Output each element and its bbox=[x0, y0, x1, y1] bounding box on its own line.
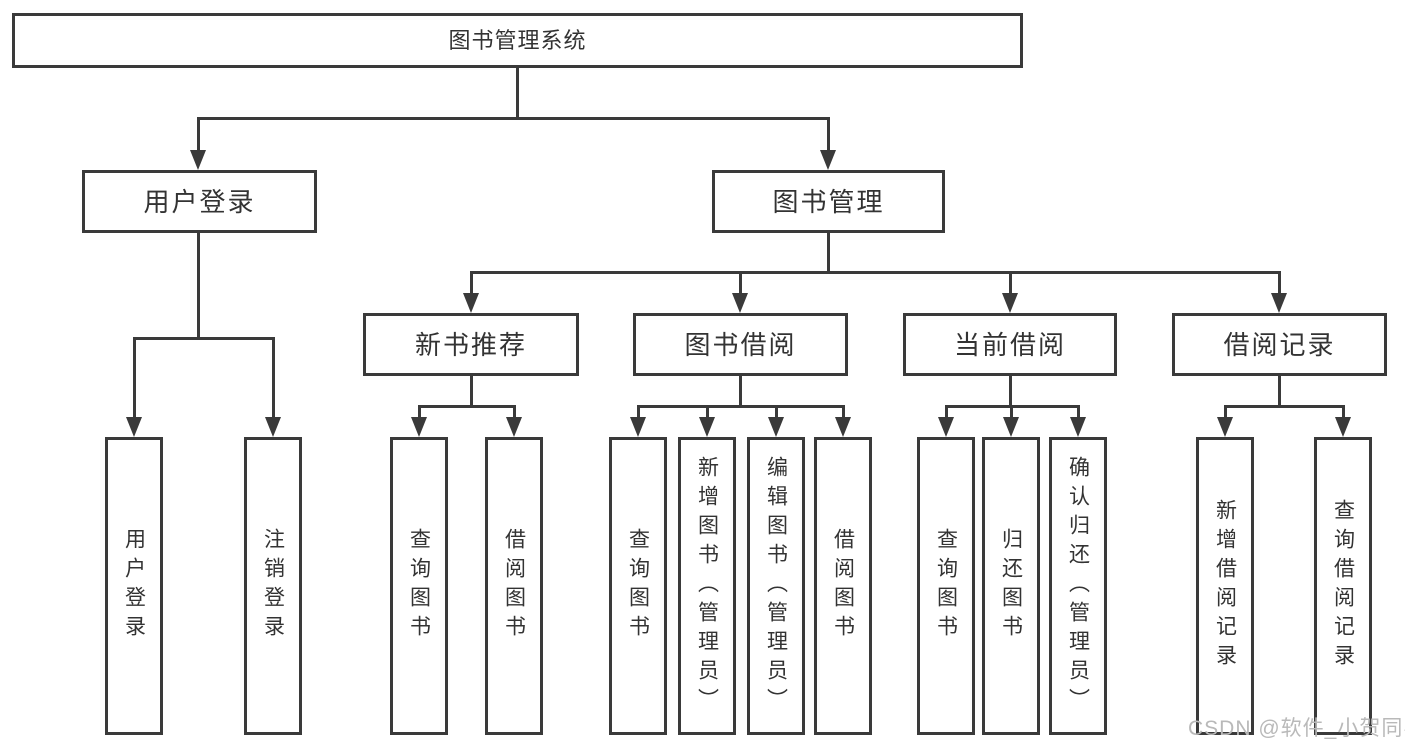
connector-current-stem bbox=[1009, 376, 1012, 408]
connector-root-stem bbox=[516, 68, 519, 117]
connector-borrow-stem bbox=[739, 376, 742, 408]
connector-user-login-stem bbox=[197, 233, 200, 340]
connector-book-mgmt-bar bbox=[470, 271, 1280, 274]
arrow-to-borrow-records bbox=[1271, 271, 1287, 313]
node-borrow-books-recommend: 借阅图书 bbox=[485, 437, 543, 735]
node-library-system: 图书管理系统 bbox=[12, 13, 1023, 68]
watermark-text: CSDN @软件_小贺同学 bbox=[1188, 717, 1405, 740]
connector-recommend-stem bbox=[470, 376, 473, 408]
node-book-management: 图书管理 bbox=[712, 170, 945, 233]
node-user-login: 用户登录 bbox=[82, 170, 317, 233]
arrow-to-logout bbox=[265, 337, 281, 437]
node-book-borrow: 图书借阅 bbox=[633, 313, 848, 376]
node-edit-book-admin: 编辑图书（管理员） bbox=[747, 437, 805, 735]
arrow-current-child-2 bbox=[1003, 405, 1019, 437]
node-current-borrow: 当前借阅 bbox=[903, 313, 1117, 376]
node-borrow-books-action: 借阅图书 bbox=[814, 437, 872, 735]
arrow-borrow-child-4 bbox=[835, 405, 851, 437]
arrow-borrow-child-2 bbox=[699, 405, 715, 437]
arrow-borrow-child-3 bbox=[768, 405, 784, 437]
node-logout: 注销登录 bbox=[244, 437, 302, 735]
arrow-to-new-book-recommend bbox=[463, 271, 479, 313]
arrow-to-current-borrow bbox=[1002, 271, 1018, 313]
arrow-recommend-child-2 bbox=[506, 405, 522, 437]
node-query-books-borrow: 查询图书 bbox=[609, 437, 667, 735]
node-query-borrow-record: 查询借阅记录 bbox=[1314, 437, 1372, 735]
connector-user-login-bar bbox=[133, 337, 275, 340]
node-query-books-recommend: 查询图书 bbox=[390, 437, 448, 735]
node-user-login-action: 用户登录 bbox=[105, 437, 163, 735]
arrow-records-child-1 bbox=[1217, 405, 1233, 437]
connector-current-bar bbox=[945, 405, 1080, 408]
arrow-to-book-management bbox=[820, 117, 836, 170]
node-new-book-recommend: 新书推荐 bbox=[363, 313, 579, 376]
connector-borrow-bar bbox=[637, 405, 845, 408]
arrow-borrow-child-1 bbox=[630, 405, 646, 437]
connector-root-bar bbox=[197, 117, 830, 120]
arrow-recommend-child-1 bbox=[411, 405, 427, 437]
connector-recommend-bar bbox=[418, 405, 516, 408]
connector-records-bar bbox=[1224, 405, 1344, 408]
arrow-to-user-login bbox=[190, 117, 206, 170]
node-borrow-records: 借阅记录 bbox=[1172, 313, 1387, 376]
node-add-borrow-record: 新增借阅记录 bbox=[1196, 437, 1254, 735]
arrow-current-child-3 bbox=[1070, 405, 1086, 437]
arrow-to-login-action bbox=[126, 337, 142, 437]
node-return-book: 归还图书 bbox=[982, 437, 1040, 735]
arrow-current-child-1 bbox=[938, 405, 954, 437]
node-confirm-return-admin: 确认归还（管理员） bbox=[1049, 437, 1107, 735]
arrow-records-child-2 bbox=[1335, 405, 1351, 437]
connector-records-stem bbox=[1278, 376, 1281, 408]
node-query-books-current: 查询图书 bbox=[917, 437, 975, 735]
connector-book-mgmt-stem bbox=[827, 233, 830, 274]
node-add-book-admin: 新增图书（管理员） bbox=[678, 437, 736, 735]
arrow-to-book-borrow bbox=[732, 271, 748, 313]
